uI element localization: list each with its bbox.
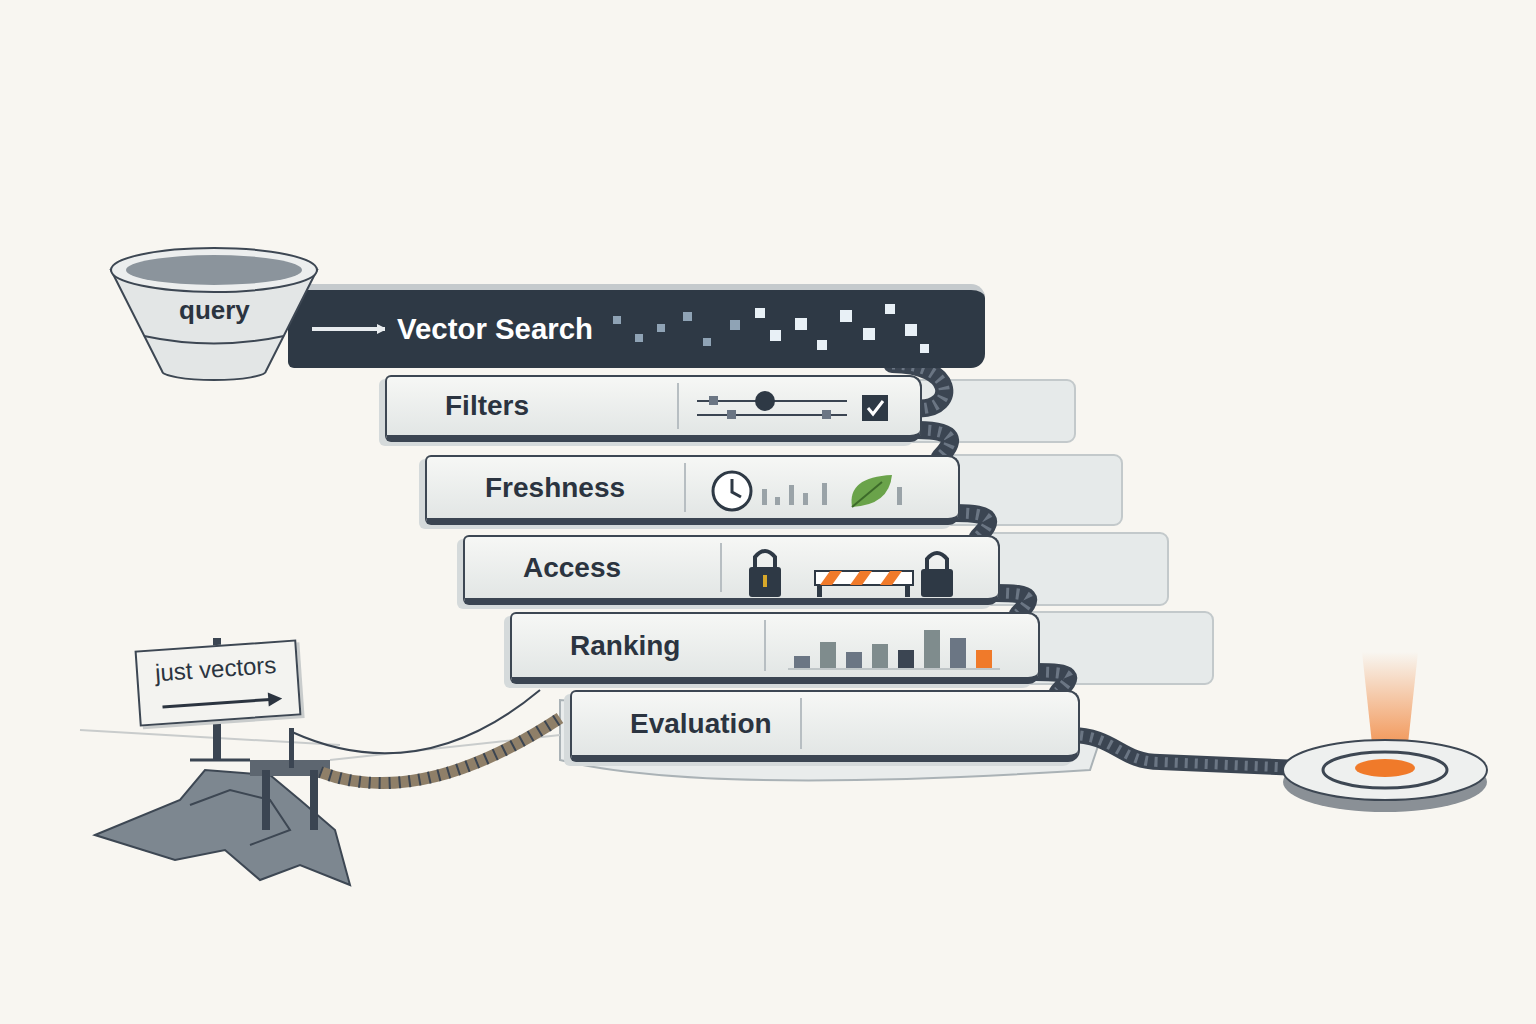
sign-base bbox=[190, 759, 250, 762]
belt-body bbox=[1036, 672, 1068, 692]
freshness-band: Freshness bbox=[425, 455, 960, 525]
conveyor-belt bbox=[918, 430, 950, 457]
conveyor-belt bbox=[956, 513, 988, 537]
band-divider bbox=[677, 383, 679, 429]
cliff-crack bbox=[95, 770, 350, 885]
query-arrow bbox=[312, 329, 385, 330]
node-label: Ranking bbox=[570, 630, 680, 662]
belt-treads bbox=[918, 430, 950, 457]
node-label: Vector Search bbox=[397, 312, 593, 346]
node-label: Filters bbox=[445, 390, 529, 422]
conveyor-belt bbox=[1070, 735, 1300, 768]
query-funnel: query bbox=[108, 243, 320, 382]
band-divider bbox=[720, 543, 722, 592]
target-ring bbox=[1323, 752, 1447, 788]
vector-search-band: Vector Search bbox=[385, 284, 985, 368]
belt-body bbox=[956, 513, 988, 537]
bridge-rope bbox=[292, 690, 540, 753]
belt-treads bbox=[1070, 735, 1300, 768]
belt-treads bbox=[996, 593, 1028, 614]
belt-treads bbox=[956, 513, 988, 537]
access-band: Access bbox=[463, 535, 1000, 605]
rope-post bbox=[289, 728, 294, 768]
evaluation-band: Evaluation bbox=[570, 690, 1080, 762]
crack-line bbox=[190, 790, 290, 845]
target bbox=[1283, 740, 1487, 800]
belt-treads bbox=[1036, 672, 1068, 692]
target-center bbox=[1355, 759, 1415, 777]
band-divider bbox=[764, 620, 766, 671]
node-label: Evaluation bbox=[630, 708, 772, 740]
signpost-board: just vectors bbox=[135, 639, 302, 726]
node-label: query bbox=[179, 295, 250, 326]
node-label: Access bbox=[523, 552, 621, 584]
band-divider bbox=[684, 463, 686, 512]
band-divider bbox=[800, 698, 802, 749]
node-label: just vectors bbox=[154, 651, 277, 687]
bridge-post bbox=[310, 770, 318, 830]
conveyor-belt bbox=[996, 593, 1028, 614]
arrow-line bbox=[312, 327, 385, 331]
bridge-post bbox=[262, 770, 270, 830]
belt-body bbox=[996, 593, 1028, 614]
node-label: Freshness bbox=[485, 472, 625, 504]
ranking-band: Ranking bbox=[510, 612, 1040, 684]
filters-band: Filters bbox=[385, 375, 922, 442]
conveyor-belt bbox=[1036, 672, 1068, 692]
belt-body bbox=[918, 430, 950, 457]
